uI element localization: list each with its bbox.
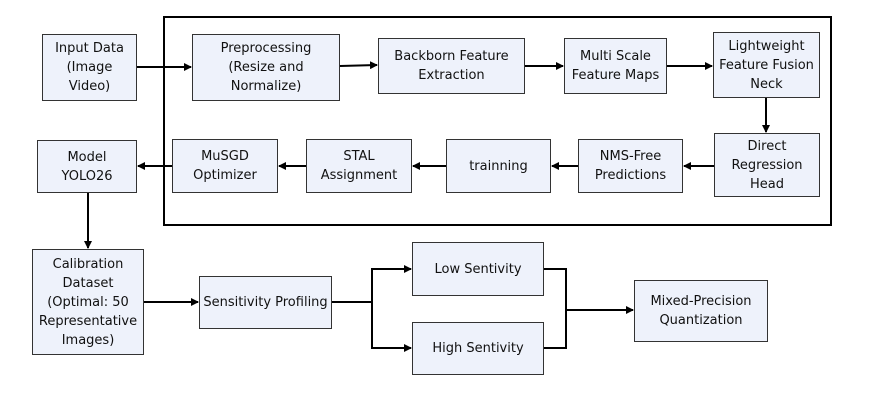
- training-box: trainning: [446, 139, 551, 193]
- sensitivity-box: Sensitivity Profiling: [199, 276, 332, 329]
- regression-label: Direct Regression Head: [731, 138, 803, 192]
- input-data-box: Input Data (Image Video): [42, 34, 137, 101]
- high-sensitivity-label: High Sentivity: [432, 341, 524, 356]
- training-label: trainning: [469, 158, 528, 174]
- stal-label: STAL Assignment: [320, 149, 398, 183]
- fusion-label: Lightweight Feature Fusion Neck: [719, 38, 814, 92]
- backbone-box: Backborn Feature Extraction: [378, 38, 525, 94]
- low-sensitivity-box: Low Sentivity: [412, 242, 544, 296]
- musgd-label: MuSGD Optimizer: [193, 149, 257, 183]
- arrow-split-to-high: [371, 302, 412, 352]
- stal-box: STAL Assignment: [306, 139, 412, 193]
- model-label: Model YOLO26: [61, 149, 113, 184]
- fusion-box: Lightweight Feature Fusion Neck: [713, 32, 820, 98]
- high-sensitivity-box: High Sentivity: [412, 322, 544, 375]
- preprocessing-label: Preprocessing (Resize and Normalize): [220, 41, 312, 94]
- sensitivity-label: Sensitivity Profiling: [203, 295, 328, 310]
- mixed-precision-label: Mixed-Precision Quantization: [650, 294, 752, 328]
- pipeline-frame: [163, 16, 832, 226]
- preprocessing-box: Preprocessing (Resize and Normalize): [192, 34, 340, 101]
- model-box: Model YOLO26: [37, 140, 137, 193]
- input-data-label: Input Data (Image Video): [55, 41, 124, 94]
- calibration-label: Calibration Dataset (Optimal: 50 Represe…: [38, 256, 138, 348]
- arrow-split-to-low: [371, 265, 412, 302]
- backbone-label: Backborn Feature Extraction: [394, 49, 509, 83]
- line-low-to-merge: [544, 268, 567, 349]
- multiscale-box: Multi Scale Feature Maps: [564, 38, 667, 94]
- calibration-box: Calibration Dataset (Optimal: 50 Represe…: [32, 249, 144, 355]
- multiscale-label: Multi Scale Feature Maps: [571, 49, 660, 83]
- nms-label: NMS-Free Predictions: [594, 149, 667, 183]
- nms-box: NMS-Free Predictions: [578, 139, 683, 193]
- musgd-box: MuSGD Optimizer: [172, 139, 278, 193]
- low-sensitivity-label: Low Sentivity: [434, 261, 522, 277]
- mixed-precision-box: Mixed-Precision Quantization: [634, 280, 768, 342]
- regression-box: Direct Regression Head: [714, 133, 820, 197]
